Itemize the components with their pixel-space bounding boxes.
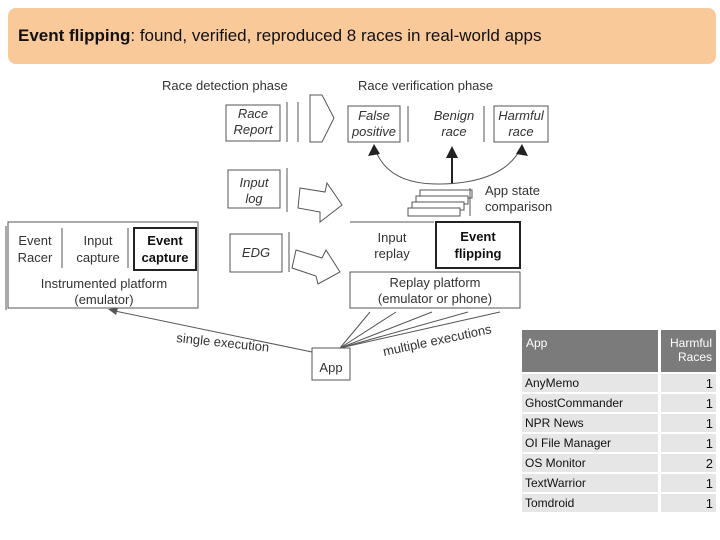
edg-box: EDG: [229, 233, 283, 273]
harmful-race-label-1: Harmful: [498, 108, 545, 123]
phase-arrow-top: [309, 94, 335, 143]
single-execution-arrow: [109, 309, 313, 353]
multiple-execution-arrow-1: [339, 311, 371, 349]
title-rest: : found, verified, reproduced 8 races in…: [130, 26, 542, 45]
input-log-label-2: log: [245, 191, 263, 206]
races-cell: 1: [658, 494, 716, 512]
multiple-execution-arrow-3: [339, 311, 433, 349]
edg-label: EDG: [242, 245, 270, 260]
app-name-cell: TextWarrior: [522, 474, 658, 492]
header-harmful-line-2: Races: [677, 350, 712, 364]
app-state-stack: [407, 188, 473, 217]
races-cell: 1: [658, 474, 716, 492]
app-state-label-2: comparison: [485, 199, 552, 214]
benign-race-label: Benign race: [434, 108, 474, 139]
phase-arrow-middle: [297, 181, 343, 224]
races-cell: 1: [658, 374, 716, 392]
header-harmful-line-1: Harmful: [669, 336, 712, 350]
multiple-execution-arrow-2: [339, 311, 397, 349]
harmful-race-box: Harmful race: [493, 105, 549, 143]
benign-race-label-1: Benign: [434, 108, 474, 123]
title-banner: Event flipping: found, verified, reprodu…: [8, 8, 716, 64]
event-capture-label-1: Event: [147, 233, 183, 248]
app-name-cell: OS Monitor: [522, 454, 658, 472]
false-positive-label-1: False: [358, 108, 390, 123]
replay-platform: Input replay Event flipping Replay platf…: [349, 221, 521, 309]
input-capture-label-1: Input: [84, 233, 113, 248]
event-capture-label-2: capture: [142, 250, 189, 265]
arc-arrowhead-middle: [446, 146, 458, 158]
false-positive-label-2: positive: [351, 124, 396, 139]
event-flipping-label-2: flipping: [455, 246, 502, 261]
arc-arrowhead-right: [516, 144, 528, 156]
app-name-cell: NPR News: [522, 414, 658, 432]
races-cell: 1: [658, 434, 716, 452]
app-name-cell: AnyMemo: [522, 374, 658, 392]
app-name-cell: Tomdroid: [522, 494, 658, 512]
arc-arrowhead-left: [368, 144, 380, 156]
app-box: App: [311, 347, 351, 381]
race-report-label-1: Race: [238, 106, 268, 121]
result-arc: [373, 145, 523, 185]
app-state-label-1: App state: [485, 183, 540, 198]
phase-detection-label: Race detection phase: [162, 78, 288, 93]
app-label: App: [319, 360, 342, 375]
phase-verification-label: Race verification phase: [358, 78, 493, 93]
input-capture-label-2: capture: [76, 250, 119, 265]
races-cell: 1: [658, 394, 716, 412]
input-log-label-1: Input: [240, 175, 270, 190]
event-racer-label-2: Racer: [18, 250, 53, 265]
input-log-box: Input log: [227, 169, 281, 209]
benign-race-label-2: race: [441, 124, 466, 139]
app-name-cell: OI File Manager: [522, 434, 658, 452]
races-cell: 2: [658, 454, 716, 472]
races-cell: 1: [658, 414, 716, 432]
replay-platform-label-2: (emulator or phone): [378, 291, 492, 306]
harmful-race-label-2: race: [508, 124, 533, 139]
race-report-box: Race Report: [225, 104, 281, 142]
input-replay-label-2: replay: [374, 246, 410, 261]
app-name-cell: GhostCommander: [522, 394, 658, 412]
phase-arrow-bottom: [291, 248, 341, 285]
race-report-label-2: Report: [233, 122, 273, 137]
false-positive-box: False positive: [347, 105, 401, 143]
input-replay-label-1: Input: [378, 230, 407, 245]
instrumented-label-1: Instrumented platform: [41, 276, 167, 291]
instrumented-platform: Event Racer Input capture Event capture …: [7, 221, 199, 309]
multiple-execution-arrow-5: [339, 311, 501, 349]
instrumented-label-2: (emulator): [74, 292, 133, 307]
event-flipping-label-1: Event: [460, 229, 496, 244]
title-bold: Event flipping: [18, 26, 131, 45]
event-racer-label-1: Event: [18, 233, 52, 248]
multiple-execution-arrow-4: [339, 311, 469, 349]
header-app: App: [522, 330, 658, 372]
replay-platform-label-1: Replay platform: [389, 275, 480, 290]
multiple-executions-label: multiple executions: [382, 321, 494, 359]
